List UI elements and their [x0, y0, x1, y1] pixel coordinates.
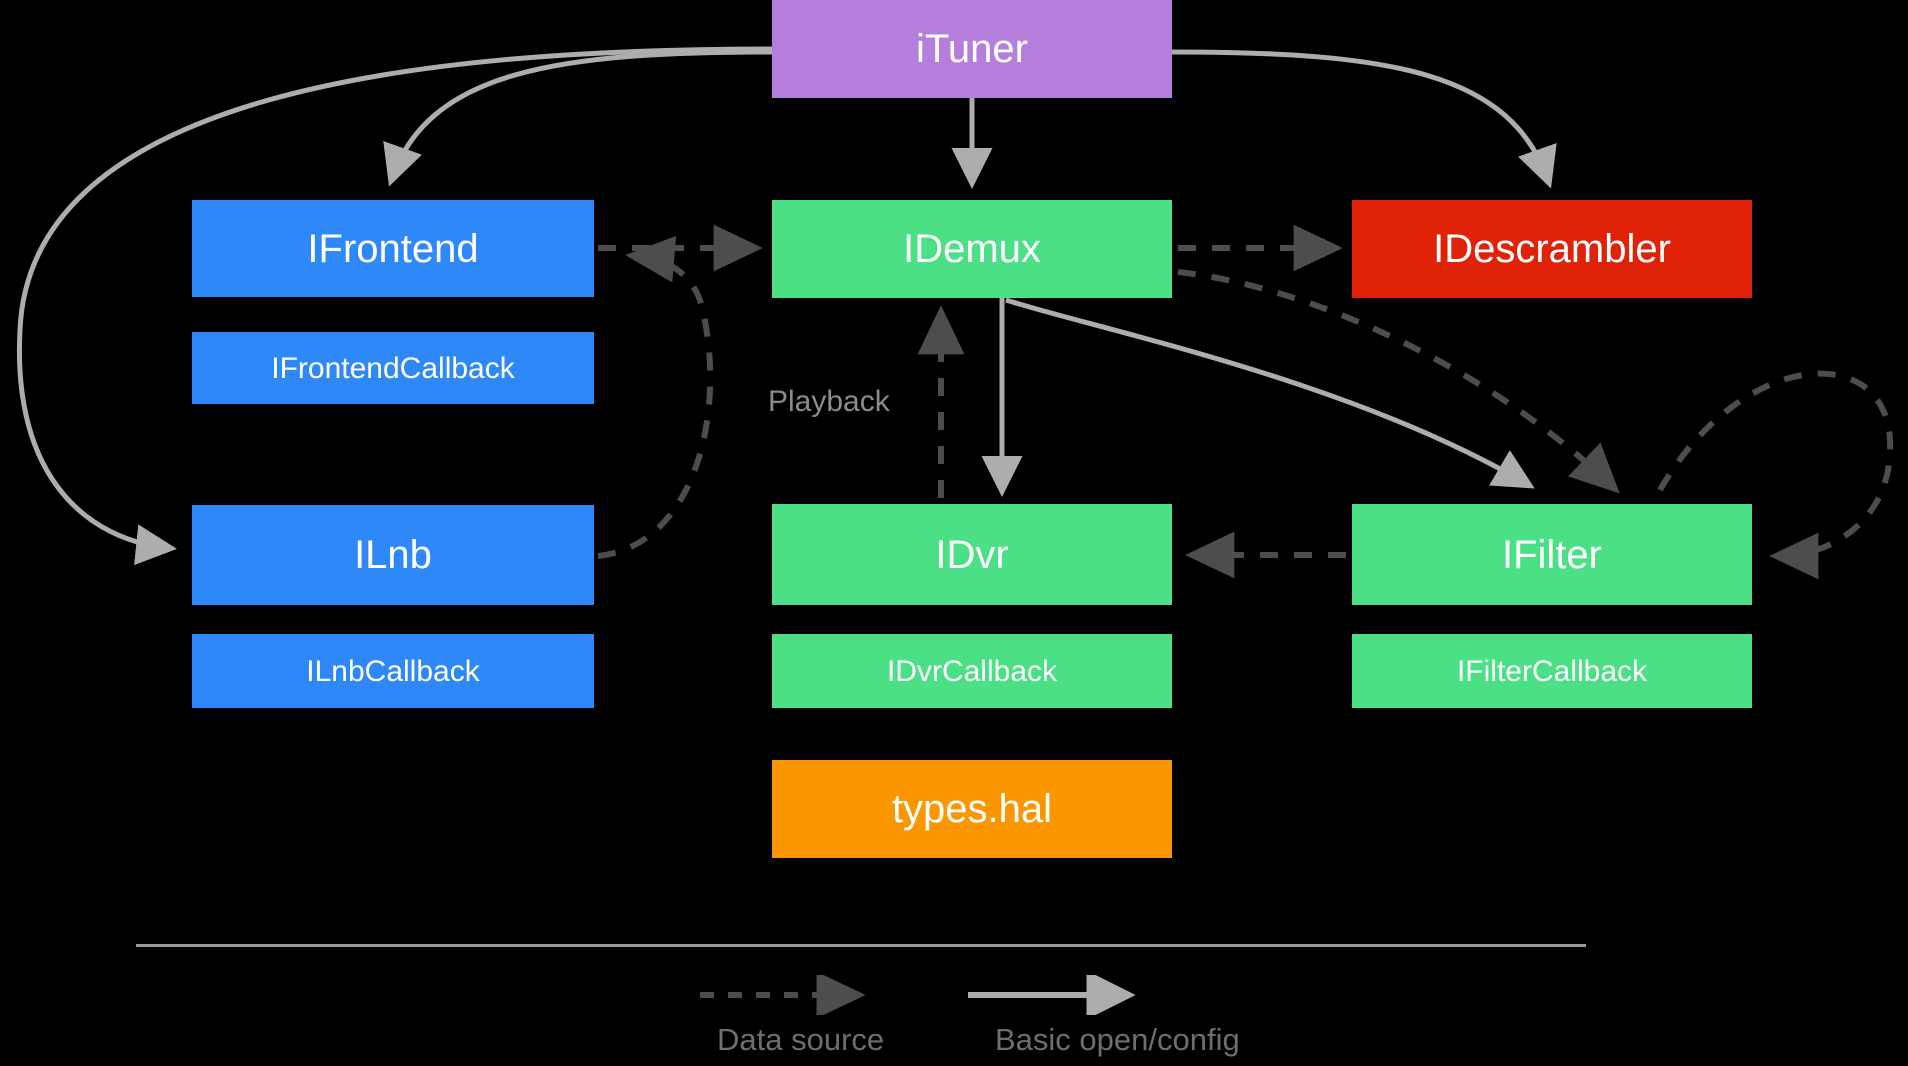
legend-divider [136, 944, 1586, 947]
node-idvrcallback-label: IDvrCallback [886, 654, 1058, 688]
node-ituner[interactable]: iTuner [772, 0, 1172, 98]
node-ifrontendcallback-label: IFrontendCallback [271, 351, 515, 385]
legend-label-data-source: Data source [717, 1022, 885, 1057]
node-idescrambler[interactable]: IDescrambler [1352, 200, 1752, 298]
node-types-hal[interactable]: types.hal [772, 760, 1172, 858]
edge-label-playback: Playback [768, 385, 890, 418]
edge-idemux-to-ifilter [1177, 269, 1620, 494]
node-ilnb-label: ILnb [354, 533, 432, 577]
node-idvrcallback[interactable]: IDvrCallback [772, 634, 1172, 708]
node-ifrontendcallback[interactable]: IFrontendCallback [192, 332, 594, 404]
node-idvr-label: IDvr [935, 532, 1009, 577]
node-ifilter-label: IFilter [1502, 532, 1602, 577]
node-ilnbcallback-label: ILnbCallback [306, 654, 480, 688]
node-ifiltercallback[interactable]: IFilterCallback [1352, 634, 1752, 708]
node-types-hal-label: types.hal [891, 787, 1053, 831]
legend-arrow-layer [700, 975, 1136, 1015]
node-ifrontend[interactable]: IFrontend [192, 200, 594, 297]
node-idescrambler-label: IDescrambler [1433, 227, 1671, 271]
node-idemux-label: IDemux [903, 227, 1041, 271]
node-ifilter[interactable]: IFilter [1352, 504, 1752, 605]
edge-idemux-to-ifilter [1005, 297, 1535, 489]
edge-ituner-to-ilnb [16, 46, 773, 566]
legend-label-basic-open-config: Basic open/config [995, 1022, 1240, 1057]
node-idvr[interactable]: IDvr [772, 504, 1172, 605]
node-idemux[interactable]: IDemux [772, 200, 1172, 298]
edge-ilnb-to-ifrontend [597, 235, 714, 559]
node-ifrontend-label: IFrontend [307, 226, 479, 271]
edge-ituner-to-idescrambler [1171, 49, 1557, 189]
edge-ituner-to-ifrontend [383, 49, 773, 187]
node-ilnb[interactable]: ILnb [192, 505, 594, 605]
node-ituner-label: iTuner [916, 27, 1028, 71]
node-ifiltercallback-label: IFilterCallback [1456, 654, 1648, 688]
node-ilnbcallback[interactable]: ILnbCallback [192, 634, 594, 708]
